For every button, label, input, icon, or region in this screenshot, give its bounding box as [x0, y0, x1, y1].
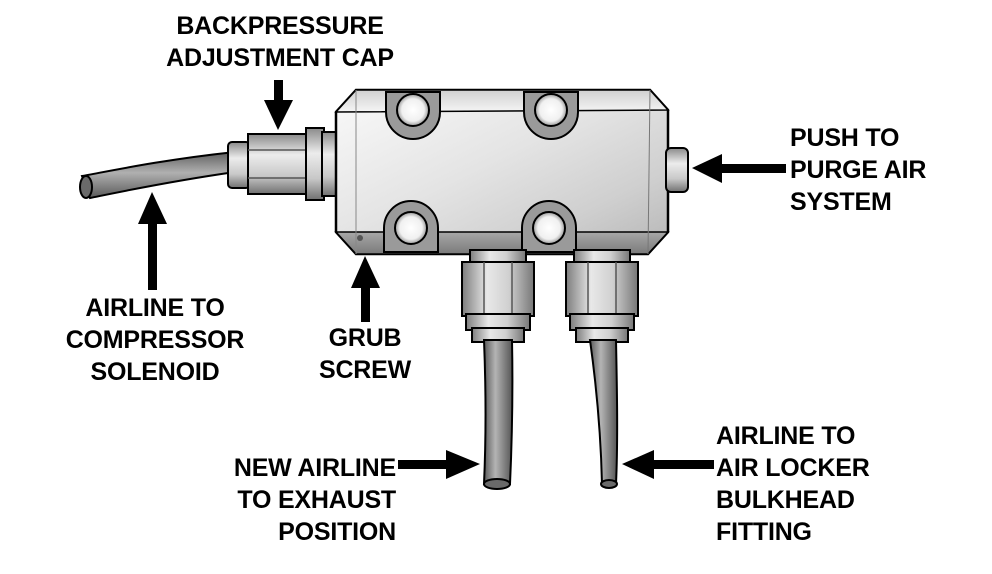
arrow-compressor-airline [138, 192, 167, 290]
air-locker-fitting [565, 249, 639, 343]
label-airline-to-compressor-solenoid: AIRLINE TO COMPRESSOR SOLENOID [65, 294, 245, 386]
label-push-to-purge: PUSH TO PURGE AIR SYSTEM [790, 124, 927, 216]
arrow-push-to-purge [692, 154, 786, 183]
label-grub-screw: GRUB SCREW [318, 324, 412, 384]
mounting-hole-bottom-left [383, 200, 439, 253]
mounting-hole-bottom-right [521, 200, 577, 253]
arrow-backpressure [264, 80, 293, 130]
mounting-hole-top-right [523, 91, 579, 140]
air-locker-airline-hose [588, 339, 619, 489]
label-new-airline-to-exhaust: NEW AIRLINE TO EXHAUST POSITION [233, 454, 396, 546]
grub-screw [357, 235, 363, 241]
mounting-hole-top-left [385, 91, 441, 140]
arrow-air-locker-airline [622, 450, 714, 479]
label-backpressure-adjustment-cap: BACKPRESSURE ADJUSTMENT CAP [166, 12, 394, 72]
backpressure-adjustment-cap [227, 127, 337, 201]
compressor-airline-hose [79, 150, 236, 200]
exhaust-fitting [461, 249, 535, 343]
purge-button [665, 147, 689, 193]
arrow-new-airline-exhaust [398, 450, 480, 479]
label-airline-to-air-locker: AIRLINE TO AIR LOCKER BULKHEAD FITTING [716, 422, 870, 546]
exhaust-airline-hose [482, 339, 514, 490]
arrow-grub-screw [351, 256, 380, 322]
